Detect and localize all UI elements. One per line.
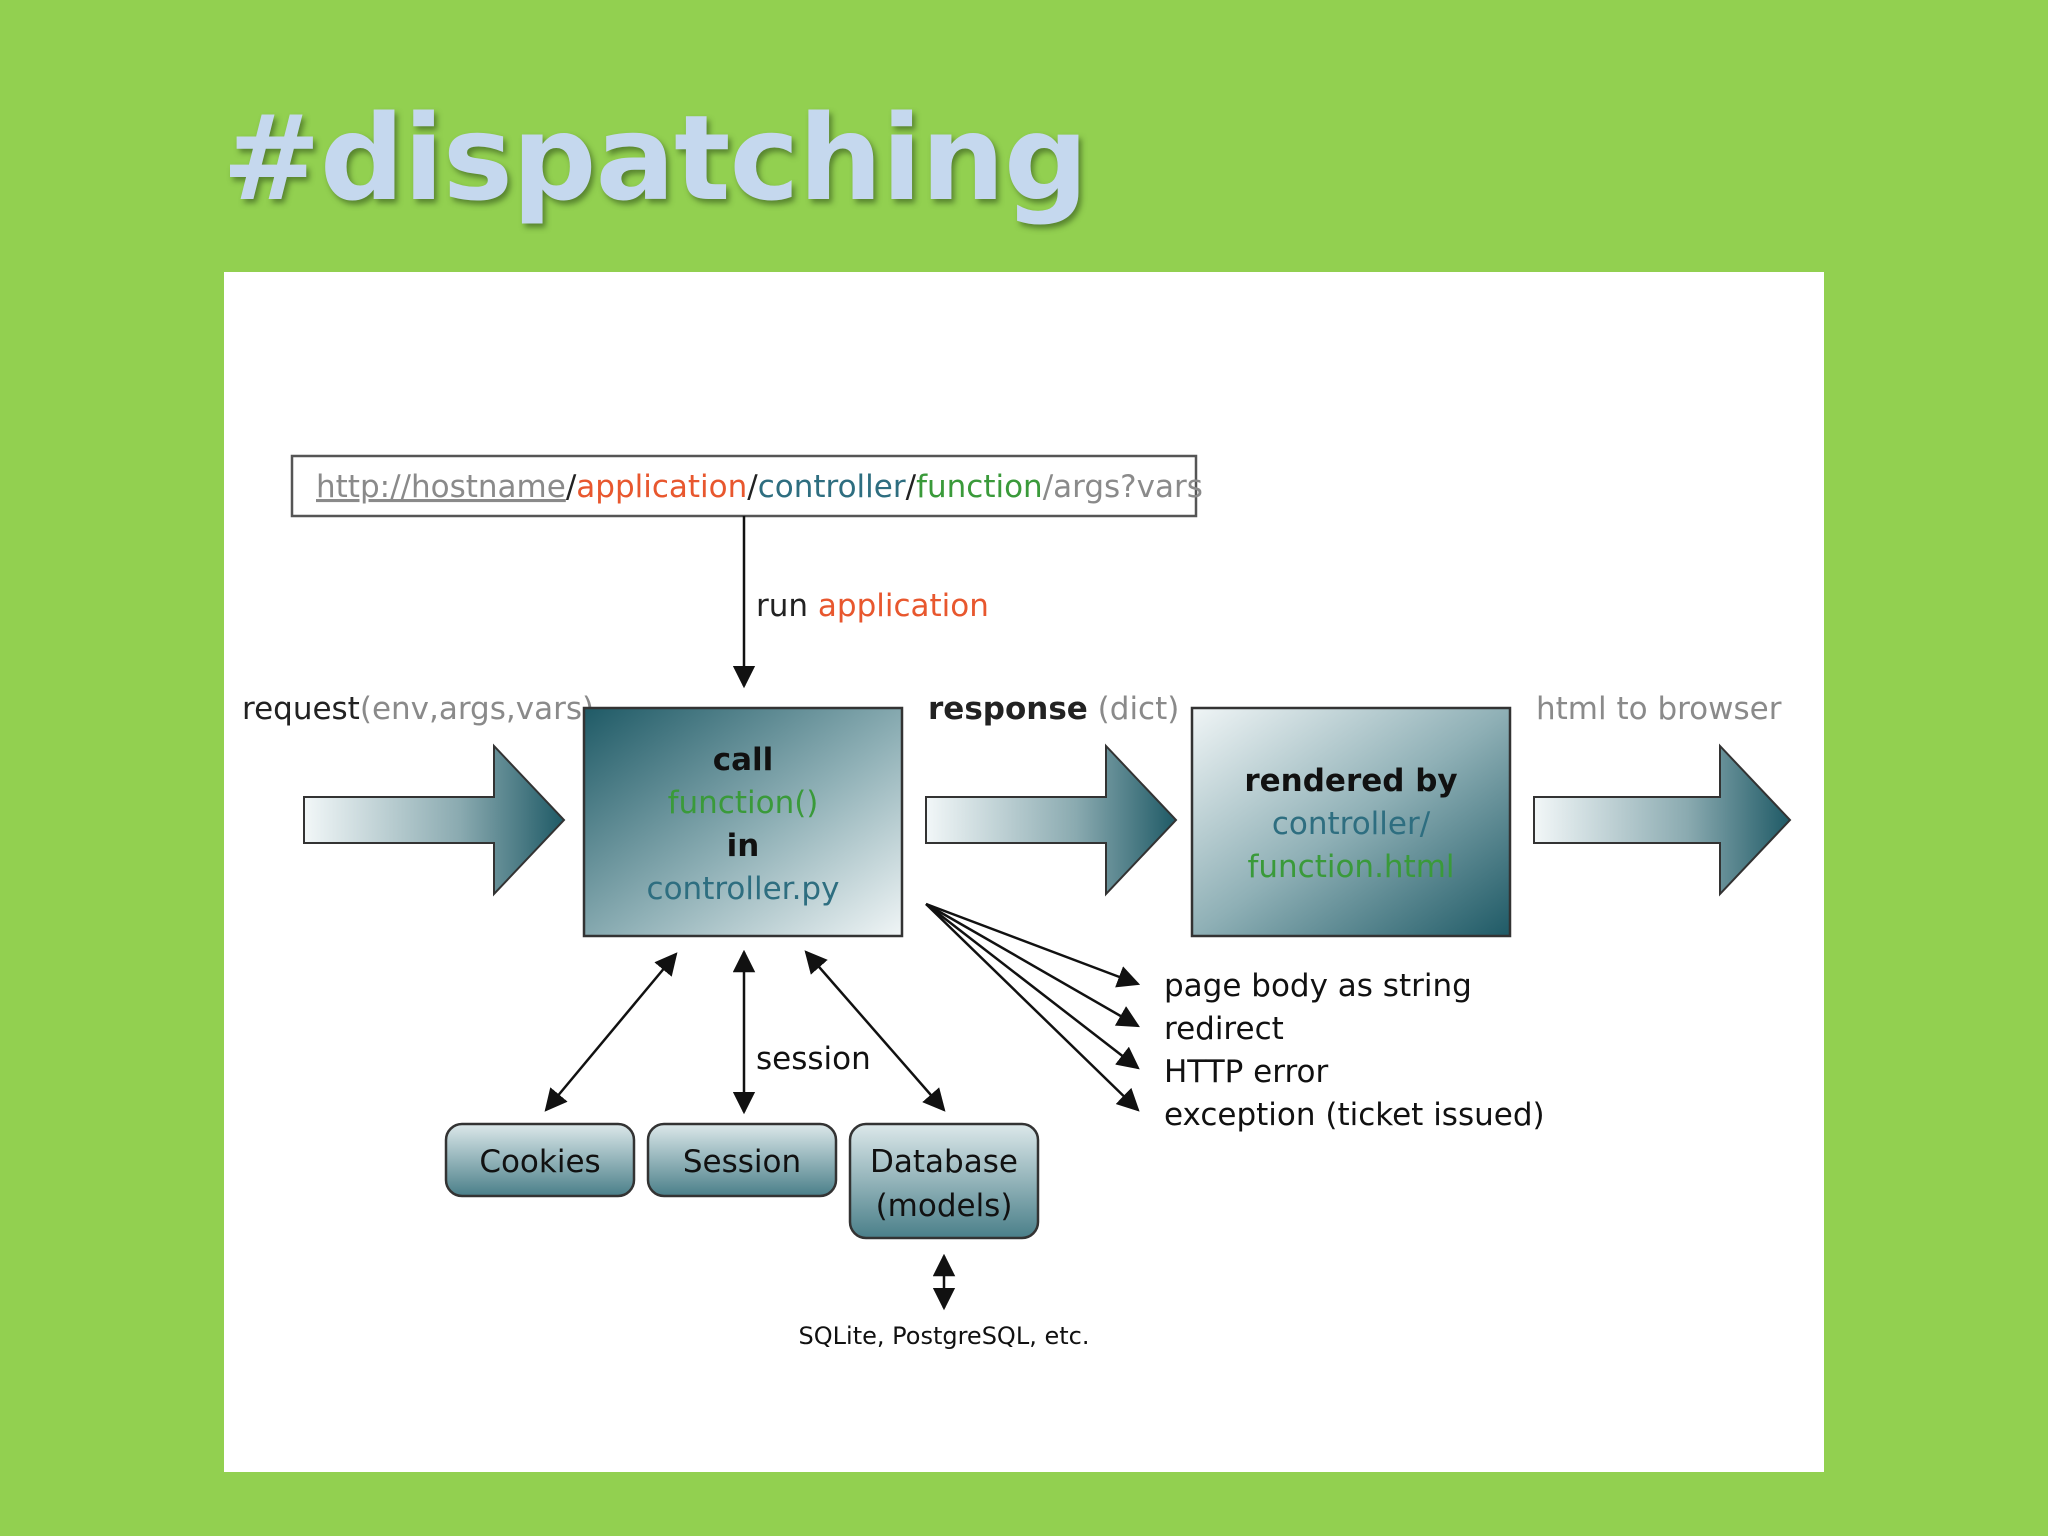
request-label: request(env,args,vars) bbox=[242, 691, 594, 727]
slide-title: #dispatching bbox=[222, 89, 1088, 227]
cookies-arrow bbox=[544, 952, 678, 1112]
outcome-item: exception (ticket issued) bbox=[1164, 1097, 1545, 1133]
session-store: Session bbox=[646, 1122, 838, 1198]
browser-label: html to browser bbox=[1536, 691, 1782, 727]
browser-arrow bbox=[1533, 743, 1792, 897]
session-store-label: Session bbox=[683, 1144, 801, 1180]
call-box: call function() in controller.py bbox=[582, 706, 904, 938]
outcome-item: page body as string bbox=[1164, 968, 1472, 1004]
call-line2: function() bbox=[668, 785, 819, 821]
render-line3: function.html bbox=[1247, 849, 1454, 885]
request-arrow bbox=[303, 743, 566, 897]
cookies-store: Cookies bbox=[444, 1122, 636, 1198]
render-box: rendered by controller/ function.html bbox=[1190, 706, 1512, 938]
session-label: session bbox=[756, 1041, 871, 1077]
call-line4: controller.py bbox=[647, 871, 840, 907]
db-note: SQLite, PostgreSQL, etc. bbox=[799, 1322, 1090, 1350]
run-label: run application bbox=[756, 588, 989, 624]
call-line1: call bbox=[713, 742, 774, 778]
response-label: response (dict) bbox=[928, 691, 1179, 727]
render-line1: rendered by bbox=[1244, 763, 1457, 799]
url-bar: http://hostname/application/controller/f… bbox=[290, 454, 1203, 518]
database-label-1: Database bbox=[870, 1144, 1018, 1180]
outcome-item: redirect bbox=[1164, 1011, 1284, 1047]
dispatch-diagram: http://hostname/application/controller/f… bbox=[242, 454, 1792, 1350]
url-text: http://hostname/application/controller/f… bbox=[316, 469, 1203, 505]
diagram-canvas: http://hostname/application/controller/f… bbox=[224, 272, 1824, 1472]
database-arrow bbox=[804, 950, 946, 1112]
response-arrow bbox=[925, 743, 1178, 897]
cookies-label: Cookies bbox=[479, 1144, 600, 1180]
database-store: Database (models) bbox=[848, 1122, 1040, 1240]
call-line3: in bbox=[727, 828, 760, 864]
outcome-item: HTTP error bbox=[1164, 1054, 1328, 1090]
render-line2: controller/ bbox=[1272, 806, 1431, 842]
outcome-list: page body as string redirect HTTP error … bbox=[1164, 968, 1545, 1133]
database-label-2: (models) bbox=[876, 1188, 1013, 1224]
outcome-arrows bbox=[925, 902, 1141, 1112]
